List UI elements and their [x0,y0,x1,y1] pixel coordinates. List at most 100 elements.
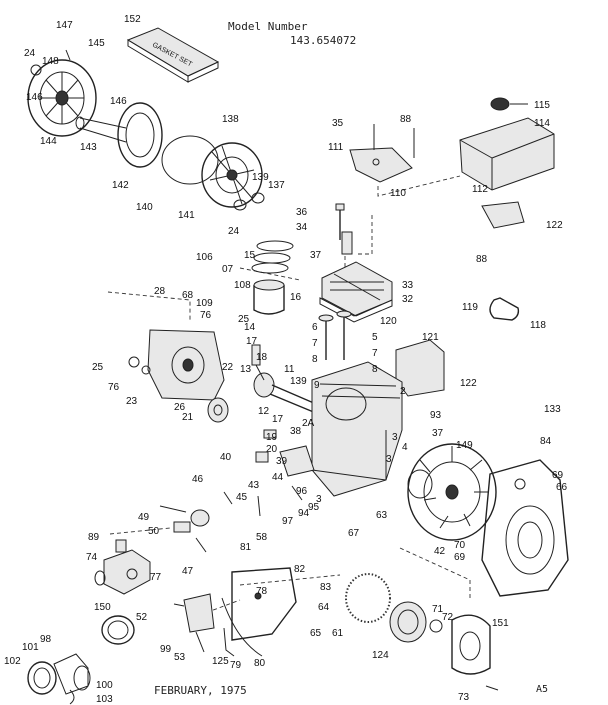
part-number-p5: 5 [372,332,378,343]
part-number-p63: 63 [376,510,388,521]
piston-and-rings [251,240,294,315]
part-number-p15: 15 [244,250,256,261]
governor-parts [255,429,315,501]
part-number-p122a: 122 [546,220,563,231]
part-number-p111: 111 [328,142,344,153]
part-number-p33: 33 [402,280,414,291]
part-number-p77: 77 [150,572,162,583]
part-number-p76a: 76 [200,310,212,321]
cylinder-block [311,361,403,497]
linkage-parts [159,491,261,553]
part-number-p76b: 76 [108,382,120,393]
part-number-p138: 138 [222,114,239,125]
part-number-p139b: 139 [290,376,307,387]
part-number-p69b: 69 [454,552,466,563]
flywheel-149 [407,443,497,541]
part-number-p8a: 8 [312,354,318,365]
part-number-p101: 101 [22,642,39,653]
part-number-p61: 61 [332,628,344,639]
cylinder-head [319,261,393,323]
part-number-p25b: 25 [92,362,104,373]
breather-tube [489,297,520,321]
part-number-p78: 78 [256,586,268,597]
part-number-p7b: 7 [372,348,378,359]
part-number-p3c: 3 [316,494,322,505]
part-number-p141: 141 [178,210,195,221]
gasket-ring [161,135,219,185]
part-number-p114: 114 [534,118,550,129]
air-cleaner-elements [27,653,91,705]
part-number-p150: 150 [94,602,111,613]
part-number-p103: 103 [96,694,113,705]
control-bracket [173,593,235,657]
head-bolt-stack [335,203,353,270]
crankcase-cover [128,329,225,401]
revision-date: FEBRUARY, 1975 [154,684,247,697]
part-number-p96: 96 [296,486,308,497]
part-number-p53: 53 [174,652,186,663]
part-number-p88b: 88 [476,254,488,265]
part-number-p4: 4 [402,442,408,453]
part-number-p71: 71 [432,604,444,615]
part-number-p37: 37 [310,250,322,261]
part-number-p149: 149 [456,440,473,451]
part-number-p9: 9 [314,380,320,391]
part-number-p17a: 17 [246,336,258,347]
part-number-p67: 67 [348,528,360,539]
part-number-p112: 112 [472,184,488,195]
mounting-bracket-111 [349,124,415,183]
part-number-p152: 152 [124,14,141,25]
part-number-p43: 43 [248,480,260,491]
part-number-p142: 142 [112,180,129,191]
part-number-p148: 148 [42,56,59,67]
part-number-p23: 23 [126,396,138,407]
part-number-p99: 99 [160,644,172,655]
part-number-p46: 46 [192,474,204,485]
part-number-p22: 22 [222,362,234,373]
part-number-p40: 40 [220,452,232,463]
tank-bracket-112 [481,201,525,229]
part-number-p106: 106 [196,252,213,263]
part-number-p88a: 88 [400,114,412,125]
part-number-p74: 74 [86,552,98,563]
part-number-p19: 19 [266,432,278,443]
part-number-p93: 93 [430,410,442,421]
part-number-p64: 64 [318,602,330,613]
part-number-p108: 108 [234,280,251,291]
part-number-p146b: 146 [110,96,127,107]
part-number-p58: 58 [256,532,268,543]
rotating-screen [345,573,391,623]
part-number-p137: 137 [268,180,285,191]
part-number-p98: 98 [40,634,52,645]
part-number-p17b: 17 [272,414,284,425]
part-number-p81: 81 [240,542,252,553]
part-number-p80: 80 [254,658,266,669]
part-number-p52: 52 [136,612,148,623]
part-number-p50: 50 [148,526,160,537]
part-number-p42: 42 [434,546,446,557]
part-number-p97: 97 [282,516,294,527]
part-number-p37b: 37 [432,428,444,439]
part-number-p47: 47 [182,566,194,577]
part-number-p65: 65 [310,628,322,639]
part-number-p2: 2 [400,386,406,397]
part-number-p32: 32 [402,294,414,305]
model-number-value: 143.654072 [290,34,357,47]
part-number-p18: 18 [256,352,268,363]
part-number-p118: 118 [530,320,546,331]
part-number-p45: 45 [236,492,248,503]
part-number-p72: 72 [442,612,454,623]
crankshaft [251,344,331,419]
part-number-p69a: 69 [552,470,564,481]
part-number-p83: 83 [320,582,332,593]
part-number-p119: 119 [462,302,478,313]
rewind-starter [451,614,499,691]
fuel-tank [459,97,555,191]
part-number-p39: 39 [276,456,288,467]
part-number-p13: 13 [240,364,252,375]
part-number-p102: 102 [4,656,21,667]
part-number-p07: 07 [222,264,234,275]
part-number-p44: 44 [272,472,284,483]
part-number-p100: 100 [96,680,113,691]
part-number-p2a: 2A [302,418,315,429]
